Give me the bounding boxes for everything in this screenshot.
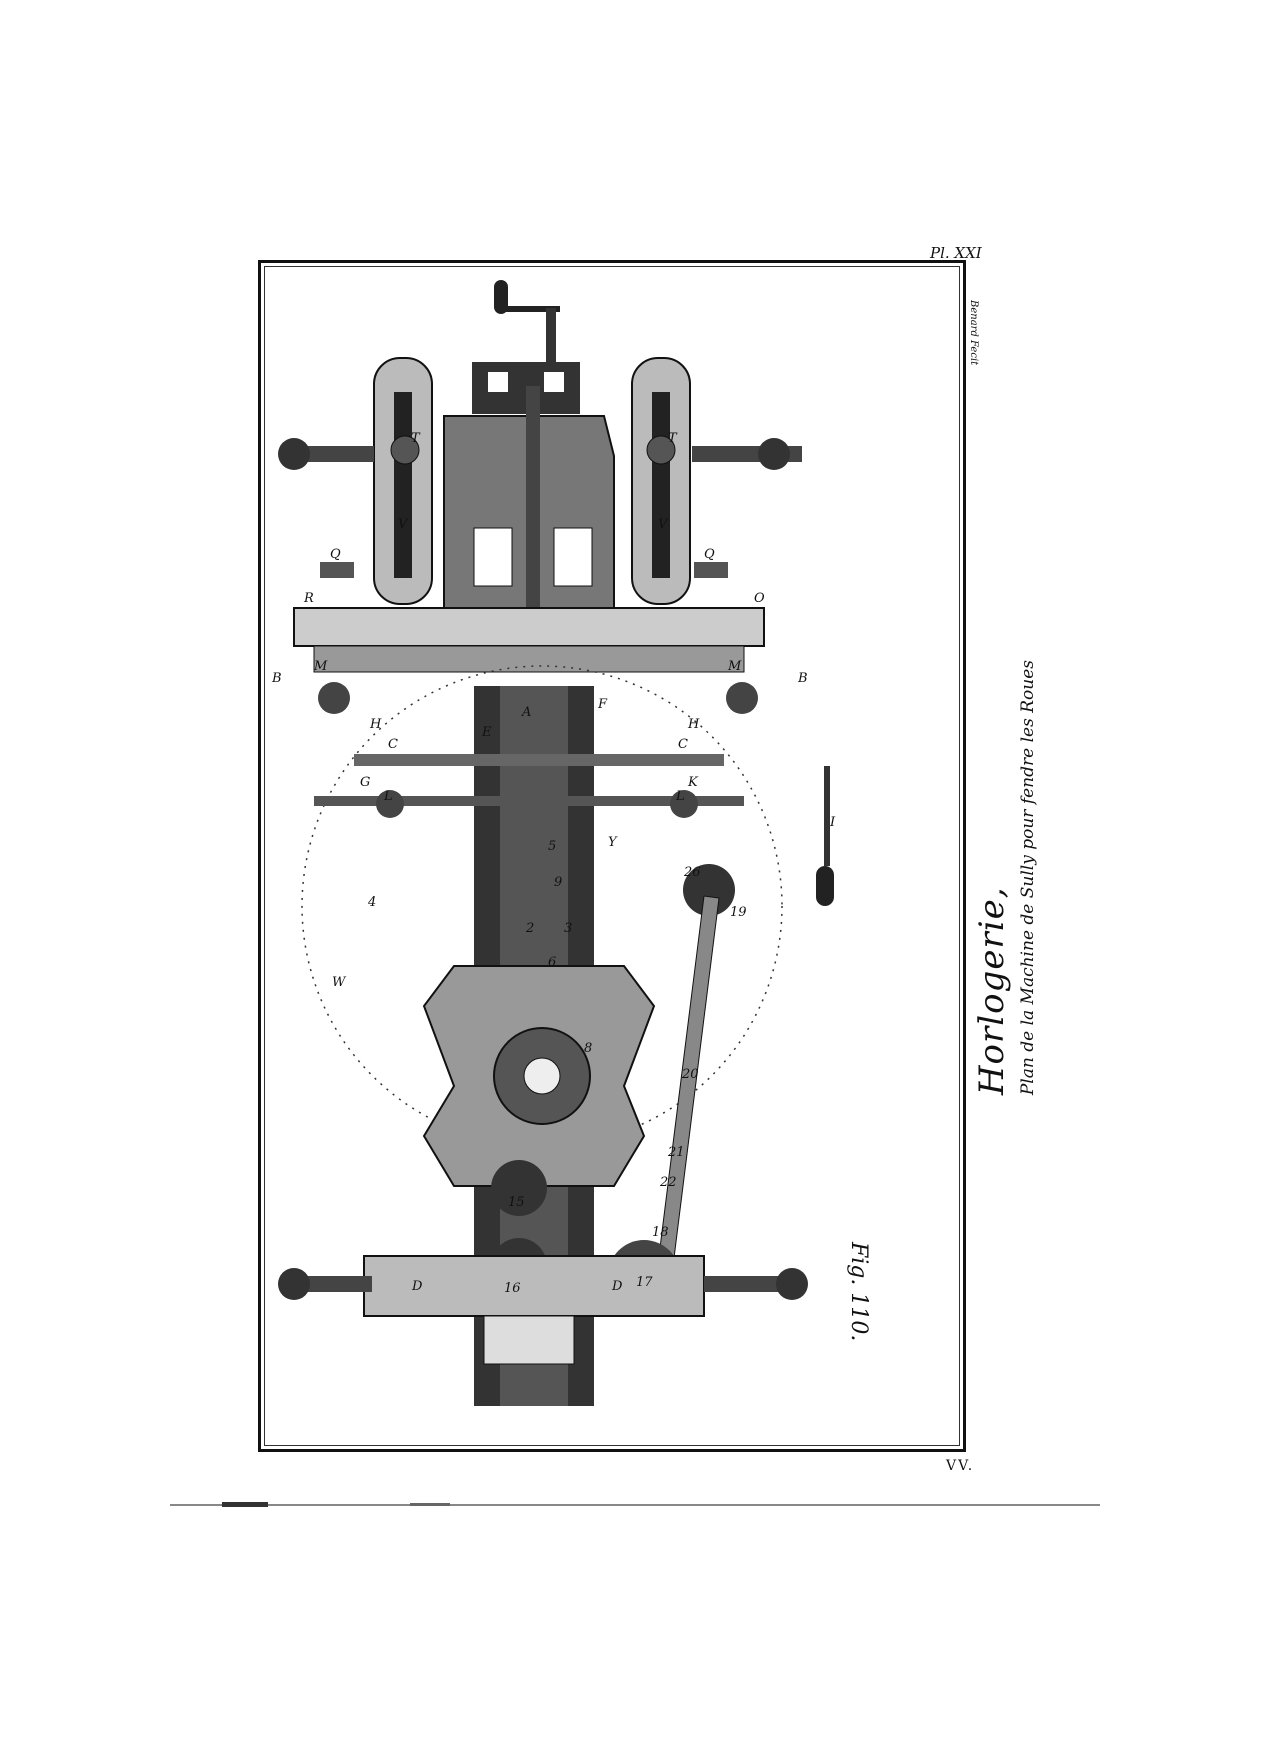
label-15: 15 [508,1195,525,1210]
plate-title-block: Horlogerie, Plan de la Machine de Sully … [972,660,1038,1095]
label-M2: M [727,659,742,674]
engraver-signature: Benard Fecit [968,300,979,366]
label-2: 2 [525,921,534,936]
label-B2: B [797,671,808,686]
label-17: 17 [636,1275,653,1290]
label-6: 6 [548,955,556,970]
label-D1: D [411,1279,423,1294]
label-Y: Y [608,835,618,850]
figure-label: Fig. 110. [846,1242,871,1342]
label-21: 21 [667,1145,685,1160]
bottom-rule [170,1504,1100,1506]
label-F: F [597,697,608,712]
label-R: R [303,591,314,606]
label-22: 22 [659,1175,677,1190]
label-H2: H [687,717,700,732]
label-5: 5 [548,839,556,854]
label-B1: B [271,671,282,686]
label-V2: V [658,517,669,532]
label-K: K [687,775,699,790]
plate-number: Pl. XXI [930,244,982,262]
label-G: G [360,775,370,790]
plate-border [258,260,966,1452]
label-A: A [521,705,531,720]
machine-engraving: T V T V Q Q R O B B M M H H C C E F A G … [271,280,836,1406]
label-O: O [754,591,765,606]
label-Q2: Q [704,547,715,562]
label-3: 3 [564,921,572,936]
label-18: 18 [652,1225,669,1240]
label-4: 4 [367,895,376,910]
label-C2: C [678,737,688,752]
bottom-rule-mark-2 [410,1503,450,1506]
bottom-rule-mark [222,1502,268,1507]
plate-title: Horlogerie, [972,886,1012,1096]
page-signature: VV. [946,1458,975,1474]
label-E: E [481,725,492,740]
plate-inner-border [264,266,960,1446]
label-16: 16 [504,1281,521,1296]
label-Q1: Q [330,547,341,562]
label-H1: H [369,717,382,732]
label-T1: T [411,431,421,446]
label-20: 20 [681,1067,699,1082]
label-8: 8 [584,1041,592,1056]
label-I: I [829,815,836,830]
label-26: 26 [683,865,701,880]
label-W: W [332,975,347,990]
label-L2: L [675,789,685,804]
label-19: 19 [730,905,747,920]
label-9: 9 [554,875,562,890]
label-L1: L [383,789,393,804]
label-M1: M [313,659,328,674]
plate-subtitle: Plan de la Machine de Sully pour fendre … [1018,660,1038,1096]
label-C1: C [388,737,398,752]
label-V1: V [398,517,409,532]
label-D2: D [611,1279,623,1294]
label-T2: T [668,431,678,446]
